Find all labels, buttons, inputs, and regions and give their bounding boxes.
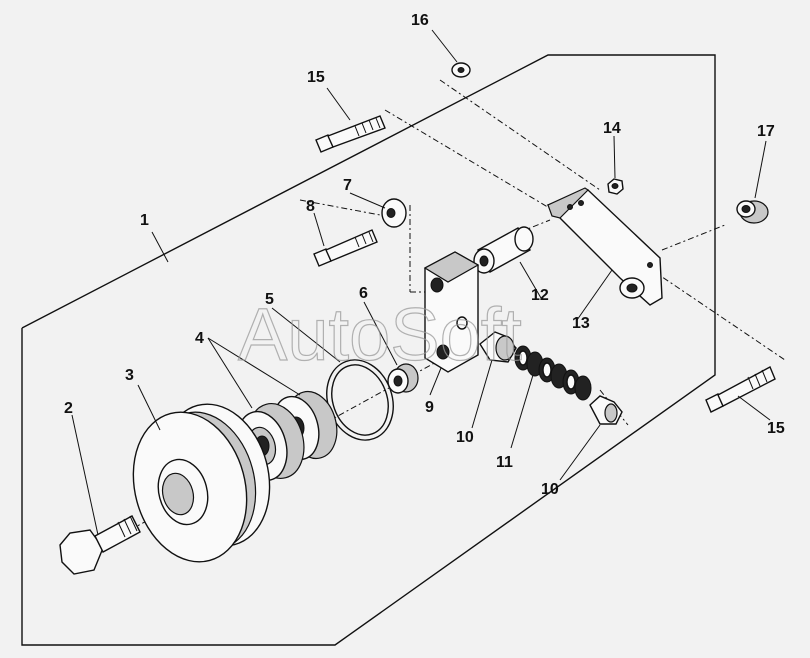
bushing-12	[473, 226, 534, 274]
callout-4: 4	[195, 330, 204, 347]
callout-labels: 1 2 3 4 5 6 7 8 9 10 10 11 12 13 14 15 1…	[64, 12, 785, 498]
callout-16: 16	[411, 12, 429, 29]
callout-10-right: 10	[541, 481, 559, 498]
plug-10-right	[589, 395, 623, 425]
callout-14: 14	[603, 120, 621, 137]
bolt-15-lower	[705, 366, 776, 413]
callout-3: 3	[125, 367, 134, 384]
spacer-17	[736, 200, 769, 224]
callout-6: 6	[359, 285, 368, 302]
block-9	[423, 251, 480, 373]
watermark-text: AutoSoft	[238, 293, 522, 376]
callout-12: 12	[531, 287, 549, 304]
callout-15-upper: 15	[307, 69, 325, 86]
callout-17: 17	[757, 123, 775, 140]
bolt-8	[313, 229, 378, 267]
housing-outline	[21, 54, 716, 646]
bolt-2	[59, 515, 141, 575]
callout-9: 9	[425, 399, 434, 416]
callout-10-left: 10	[456, 429, 474, 446]
callout-11: 11	[496, 454, 513, 471]
callout-8: 8	[306, 198, 315, 215]
plug-10-left	[479, 331, 517, 363]
callout-7: 7	[343, 177, 352, 194]
callout-15-lower: 15	[767, 420, 785, 437]
washer-7	[381, 198, 407, 228]
bolt-15-upper	[315, 115, 386, 153]
washer-16	[451, 62, 471, 78]
callout-2: 2	[64, 400, 73, 417]
callout-5: 5	[265, 291, 274, 308]
nut-14	[607, 178, 624, 195]
bearing-6	[387, 363, 419, 394]
leader-lines	[71, 29, 771, 536]
bracket-13	[546, 187, 663, 306]
callout-13: 13	[572, 315, 590, 332]
spring-11	[514, 345, 592, 401]
callout-1: 1	[140, 212, 149, 229]
pulley-3	[132, 403, 271, 563]
